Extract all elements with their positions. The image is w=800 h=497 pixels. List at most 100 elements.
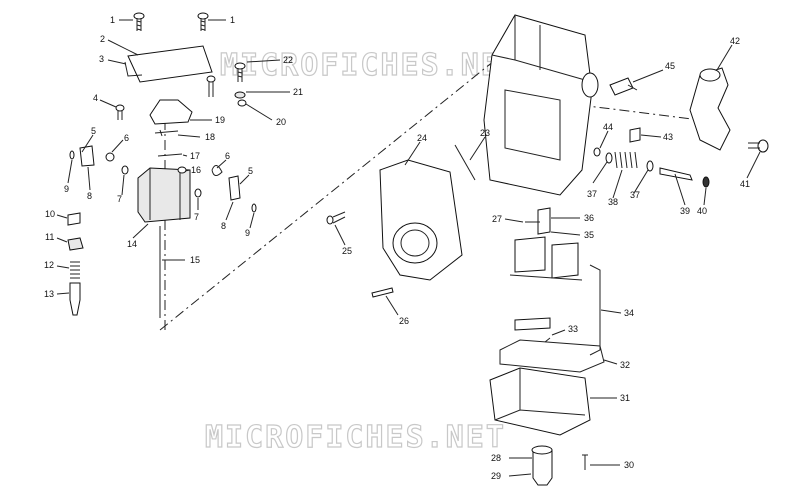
ball-40 [702,176,710,188]
pin-26 [371,287,394,298]
body-window [504,89,561,161]
callout-32: 32 [620,360,630,370]
callout-1b: 1 [230,15,235,25]
screw-22 [234,62,246,82]
ring-6-right [211,165,223,176]
callout-27: 27 [492,214,502,224]
nut-11 [67,237,84,251]
bracket-8-left [79,145,95,167]
callout-9-right: 9 [245,228,250,238]
carburetor-body [483,14,593,196]
callout-24: 24 [417,133,427,143]
callout-37-right: 37 [630,190,640,200]
callout-6-right: 6 [225,151,230,161]
screw-25 [326,211,346,225]
spring-7-left [121,165,129,175]
gasket-23 [454,144,476,181]
callout-23: 23 [480,128,490,138]
callout-16: 16 [191,165,201,175]
oring-5-left [69,150,75,160]
cover-14 [137,167,191,223]
screw-30 [582,454,588,470]
callout-7-right: 7 [194,212,199,222]
oring-20 [237,99,247,107]
callout-11: 11 [45,232,54,242]
callout-38: 38 [608,197,618,207]
callout-28: 28 [491,453,501,463]
callout-13: 13 [44,289,54,299]
callout-17: 17 [190,151,200,161]
callout-5-right: 5 [248,166,253,176]
float-arm [509,274,583,281]
float-35-left [514,236,546,273]
callout-15: 15 [190,255,200,265]
washer-37-right [646,160,654,172]
callout-14: 14 [127,239,137,249]
callout-22: 22 [283,55,293,65]
callout-2: 2 [100,34,105,44]
callout-layer: 1 1 2 3 22 21 20 4 19 18 5 6 9 8 7 17 16… [44,15,761,481]
body-top-edges [491,15,586,81]
screw-4 [115,104,125,120]
callout-44: 44 [603,122,613,132]
callout-12: 12 [44,260,54,270]
callout-36: 36 [584,213,594,223]
washer-37-left [605,152,613,164]
callout-43: 43 [663,132,673,142]
callout-19: 19 [215,115,225,125]
spring-7-right [194,188,202,198]
screw-13 [69,282,81,316]
callout-25: 25 [342,246,352,256]
callout-20: 20 [276,117,286,127]
callout-3: 3 [99,54,104,64]
spring-12 [70,261,80,279]
flange-24-bore [392,222,438,264]
spring-38 [614,151,638,169]
drain-28 [532,449,553,486]
body-side-port [581,72,599,98]
float-pin-plate [514,317,551,331]
callout-33: 33 [568,324,578,334]
bracket-19 [149,99,193,125]
callout-34: 34 [624,308,634,318]
callout-26: 26 [399,316,409,326]
callout-21: 21 [293,87,303,97]
drain-29 [531,445,553,455]
lever-42 [689,67,731,151]
callout-37-left: 37 [587,189,597,199]
screw-41 [748,139,769,153]
clip-18 [154,129,179,137]
needle-39 [659,167,693,181]
callout-1a: 1 [110,15,115,25]
callout-30: 30 [624,460,634,470]
screw-1a [133,12,145,31]
screw-33 [544,337,551,343]
washer-21 [234,91,246,99]
gasket-32 [499,339,605,373]
nut-10 [67,212,81,226]
callout-31: 31 [620,393,630,403]
callout-8-left: 8 [87,191,92,201]
screw-1b [197,12,209,31]
callout-29: 29 [491,471,501,481]
flange-24-inner [400,229,430,257]
callout-40: 40 [697,206,707,216]
bracket-34 [589,264,601,356]
ring-6-left [105,152,115,162]
oring-5-right [251,203,257,213]
callout-18: 18 [205,132,215,142]
cover-plate [127,45,213,83]
gasket-wire [124,61,143,77]
callout-7-left: 7 [117,194,122,204]
callout-10: 10 [45,209,55,219]
callout-8-right: 8 [221,221,226,231]
callout-35: 35 [584,230,594,240]
callout-4: 4 [93,93,98,103]
callout-6-left: 6 [124,133,129,143]
oring-44 [593,147,601,157]
jet-36 [537,207,551,235]
callout-39: 39 [680,206,690,216]
clip-16 [177,166,187,174]
